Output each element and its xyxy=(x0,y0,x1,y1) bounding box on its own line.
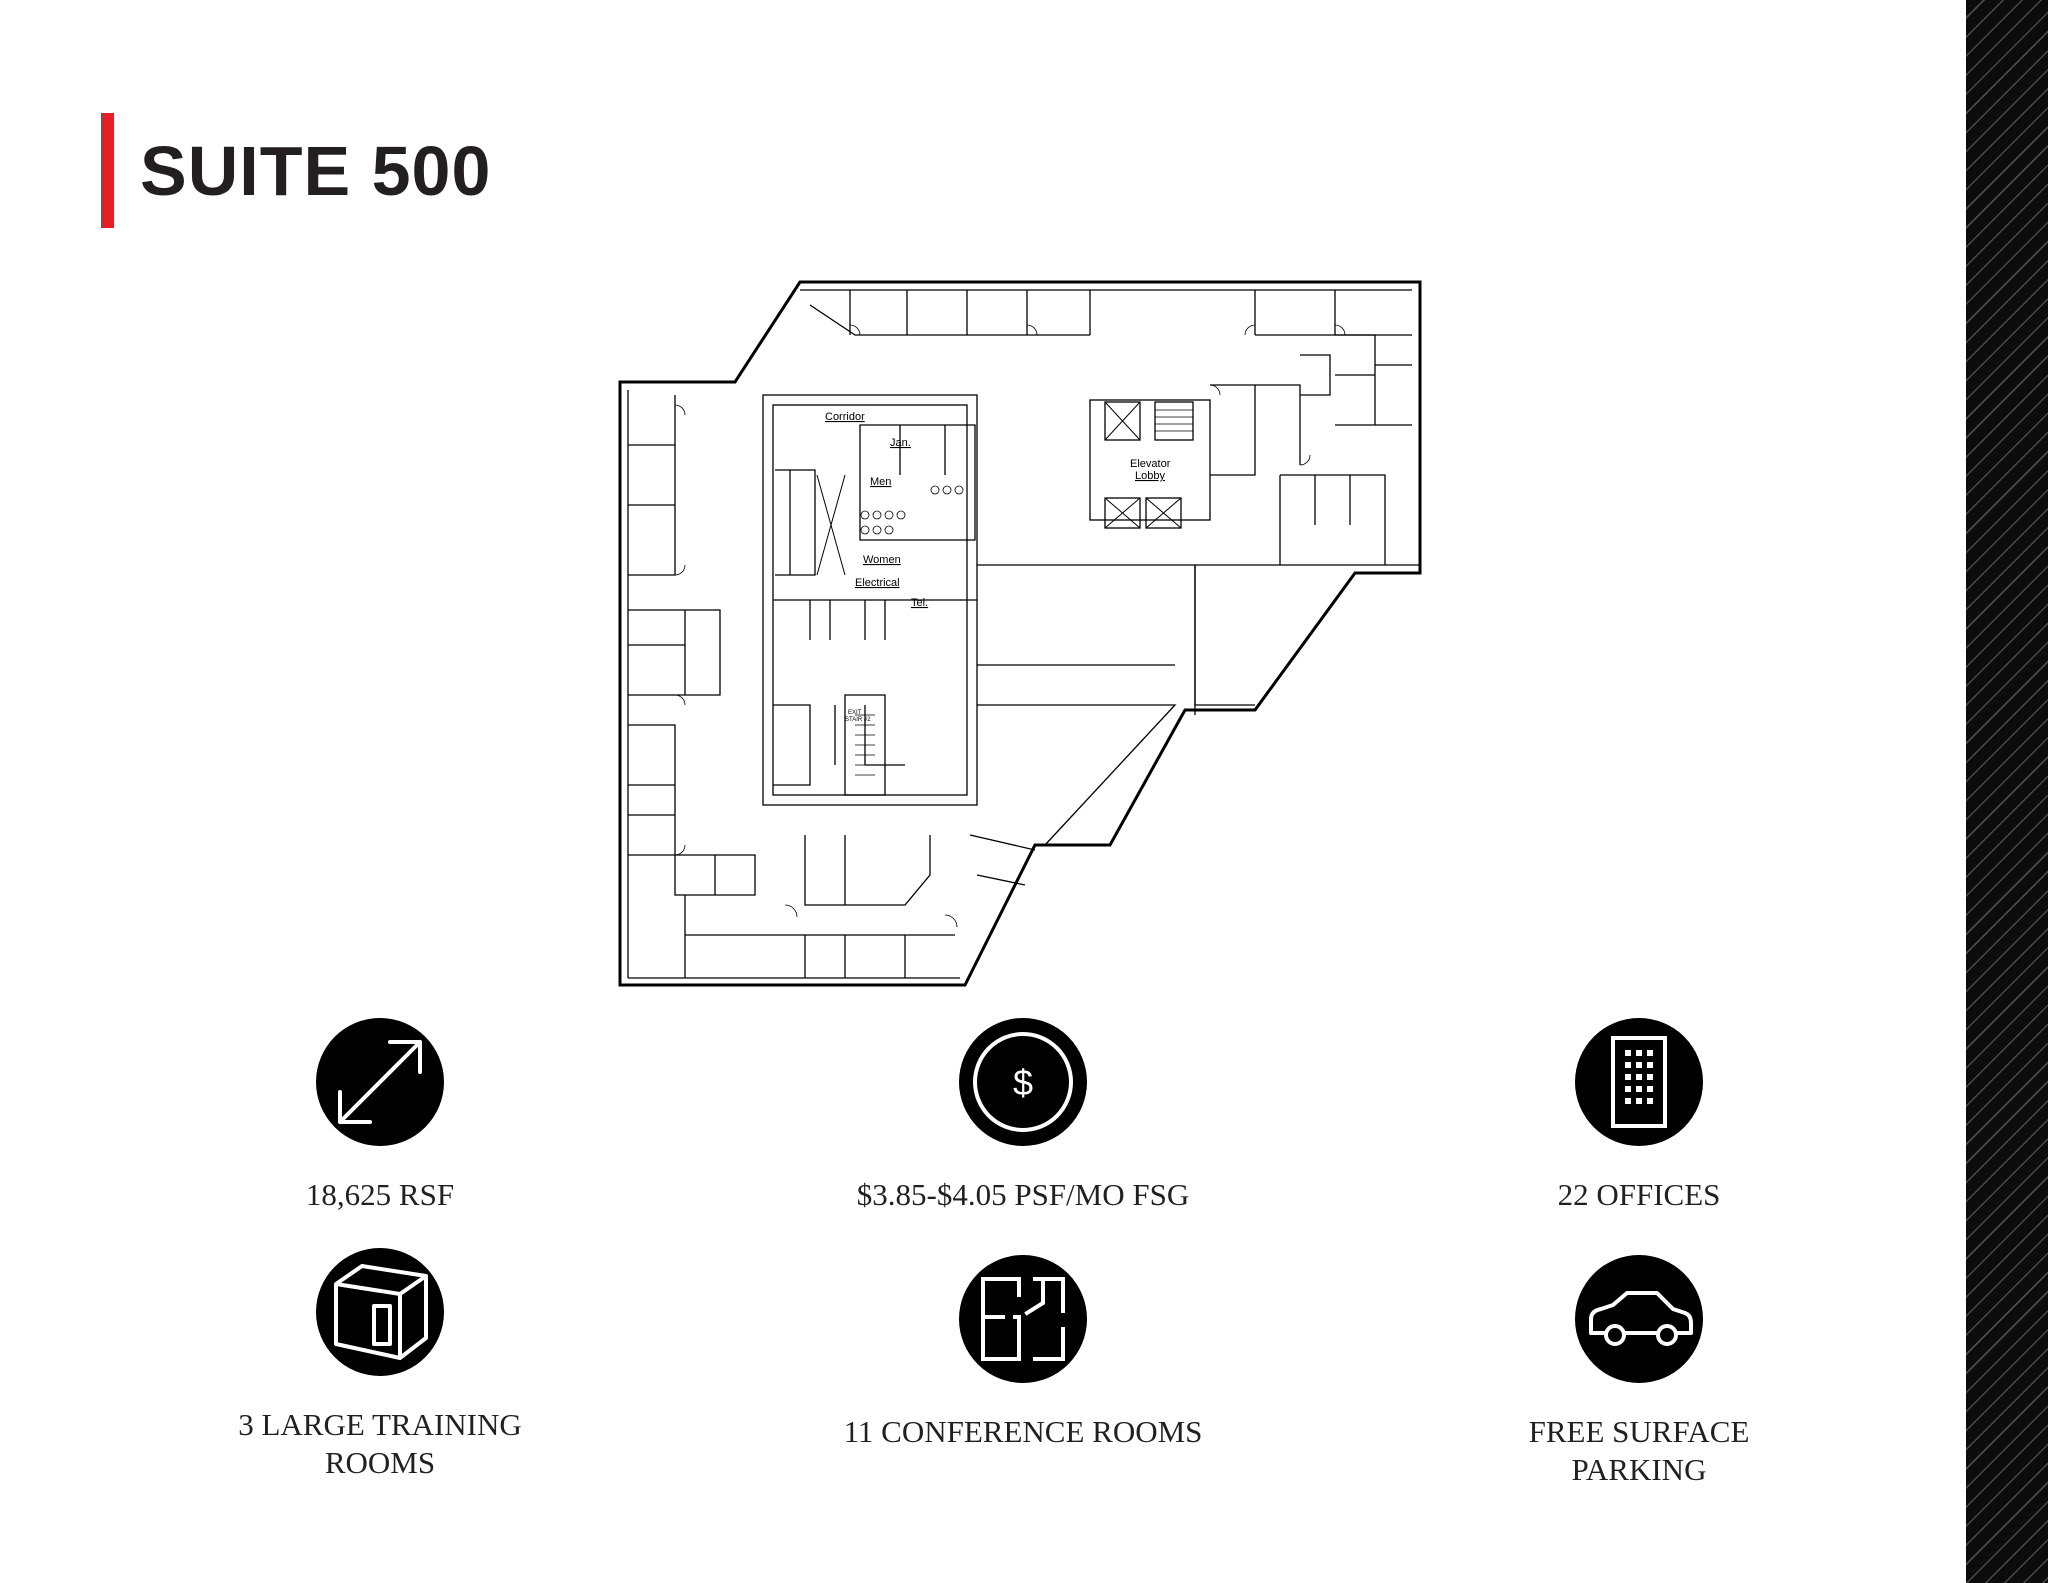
office-building-icon xyxy=(1611,1036,1667,1128)
feature-conference-icon-circle xyxy=(959,1255,1087,1383)
dollar-icon: $ xyxy=(973,1032,1073,1132)
floor-plan-door-arcs xyxy=(674,324,1346,928)
floor-plan-label-stair: STAIR #2 xyxy=(845,717,871,723)
feature-rate-icon-circle: $ xyxy=(959,1018,1087,1146)
floor-plan-label-lobby: Lobby xyxy=(1135,470,1165,482)
floor-plan-elevators xyxy=(816,401,1182,576)
floor-plan-drawing: Corridor Jan. Men Women Electrical Tel. … xyxy=(618,280,1422,987)
feature-training-label: 3 LARGE TRAINING ROOMS xyxy=(238,1407,522,1480)
feature-offices-icon-circle xyxy=(1575,1018,1703,1146)
floor-plan-label-jan: Jan. xyxy=(890,437,911,449)
floor-plan-restroom-fixtures xyxy=(860,485,964,535)
floor-plan-stairs xyxy=(855,409,1193,776)
floor-plan: Corridor Jan. Men Women Electrical Tel. … xyxy=(615,275,1425,990)
feature-training-rooms: 3 LARGE TRAINING ROOMS xyxy=(190,1248,570,1482)
floor-plan-label-exit: EXIT xyxy=(848,710,862,716)
feature-rate-label: $3.85-$4.05 PSF/MO FSG xyxy=(856,1177,1190,1212)
floor-plan-label-elevator: Elevator xyxy=(1130,458,1171,470)
decorative-side-stripe xyxy=(1966,0,2048,1583)
feature-rate: $ $3.85-$4.05 PSF/MO FSG xyxy=(833,1018,1213,1214)
floor-plan-walls xyxy=(627,289,1420,979)
feature-rsf-label: 18,625 RSF xyxy=(305,1177,455,1212)
feature-training-icon-circle xyxy=(316,1248,444,1376)
floor-plan-label-men: Men xyxy=(870,476,891,488)
car-icon xyxy=(1589,1291,1693,1346)
floor-plan-label-electrical: Electrical xyxy=(855,577,900,589)
open-room-icon xyxy=(334,1264,428,1360)
floor-plan-label-corridor: Corridor xyxy=(825,411,865,423)
feature-rsf-icon-circle xyxy=(316,1018,444,1146)
diagonal-arrows-icon xyxy=(338,1040,422,1124)
feature-parking-icon-circle xyxy=(1575,1255,1703,1383)
feature-offices: 22 OFFICES xyxy=(1449,1018,1829,1214)
feature-conference-label: 11 CONFERENCE ROOMS xyxy=(843,1414,1203,1449)
feature-conference-rooms: 11 CONFERENCE ROOMS xyxy=(833,1255,1213,1451)
svg-text:$: $ xyxy=(1013,1062,1033,1103)
feature-parking: FREE SURFACE PARKING xyxy=(1449,1255,1829,1489)
feature-parking-label: FREE SURFACE PARKING xyxy=(1528,1414,1750,1487)
feature-offices-label: 22 OFFICES xyxy=(1557,1177,1721,1212)
floor-plan-label-tel: Tel. xyxy=(911,597,928,609)
page-title: SUITE 500 xyxy=(140,132,492,210)
floor-plan-outline xyxy=(618,280,1422,987)
floor-plan-label-women: Women xyxy=(863,554,901,566)
feature-rsf: 18,625 RSF xyxy=(190,1018,570,1214)
floor-plan-icon xyxy=(981,1277,1065,1361)
title-accent-bar xyxy=(101,113,114,228)
